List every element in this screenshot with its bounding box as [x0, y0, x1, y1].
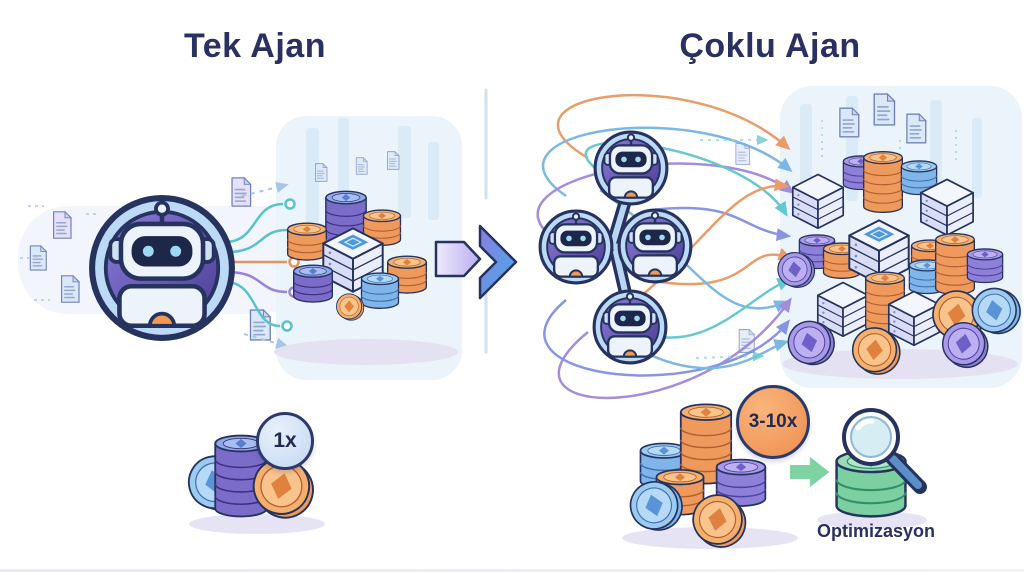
single-agent-multiplier-badge: 1x — [256, 412, 314, 470]
growth-arrow-icon — [788, 452, 833, 492]
coin-icon — [335, 293, 365, 321]
multi-agent-title: Çoklu Ajan — [679, 27, 861, 65]
transition-chevron-arrow-icon — [434, 224, 518, 300]
robot-icon — [593, 130, 669, 206]
document-icon — [60, 275, 80, 303]
magnifier-icon — [842, 408, 927, 494]
single-agent-cost-coins — [182, 434, 325, 534]
flow-arrows — [536, 94, 795, 400]
robot-icon — [592, 289, 668, 365]
document-icon — [29, 245, 47, 271]
multi-agent-cost-coins — [622, 402, 798, 553]
left-coin-cluster — [274, 190, 458, 365]
document-icon — [231, 177, 252, 207]
document-icon — [314, 163, 328, 182]
coin-stack-icon — [966, 248, 1004, 284]
document-icon — [52, 211, 72, 239]
circuit-lines — [224, 181, 289, 349]
left-documents — [20, 151, 400, 341]
document-icon — [906, 113, 927, 144]
bottom-edge-line — [0, 569, 1024, 572]
robot-icon — [538, 209, 614, 285]
coin-stack-icon — [292, 264, 334, 304]
coin-stack-icon — [286, 222, 328, 262]
coin-stack-icon — [360, 272, 400, 310]
robot-icon — [617, 208, 693, 284]
document-icon — [839, 107, 860, 138]
right-coin-cluster — [775, 150, 1024, 379]
optimization-magnifier-group — [817, 408, 927, 529]
coin-stack-icon — [862, 150, 904, 214]
single-agent-title: Tek Ajan — [184, 27, 326, 65]
optimization-label: Optimizasyon — [816, 521, 936, 541]
document-icon — [873, 93, 896, 126]
document-icon — [386, 151, 400, 170]
single-agent-robot-icon — [92, 198, 232, 338]
multi-agent-multiplier-badge: 3-10x — [736, 385, 810, 459]
document-icon — [355, 157, 368, 175]
